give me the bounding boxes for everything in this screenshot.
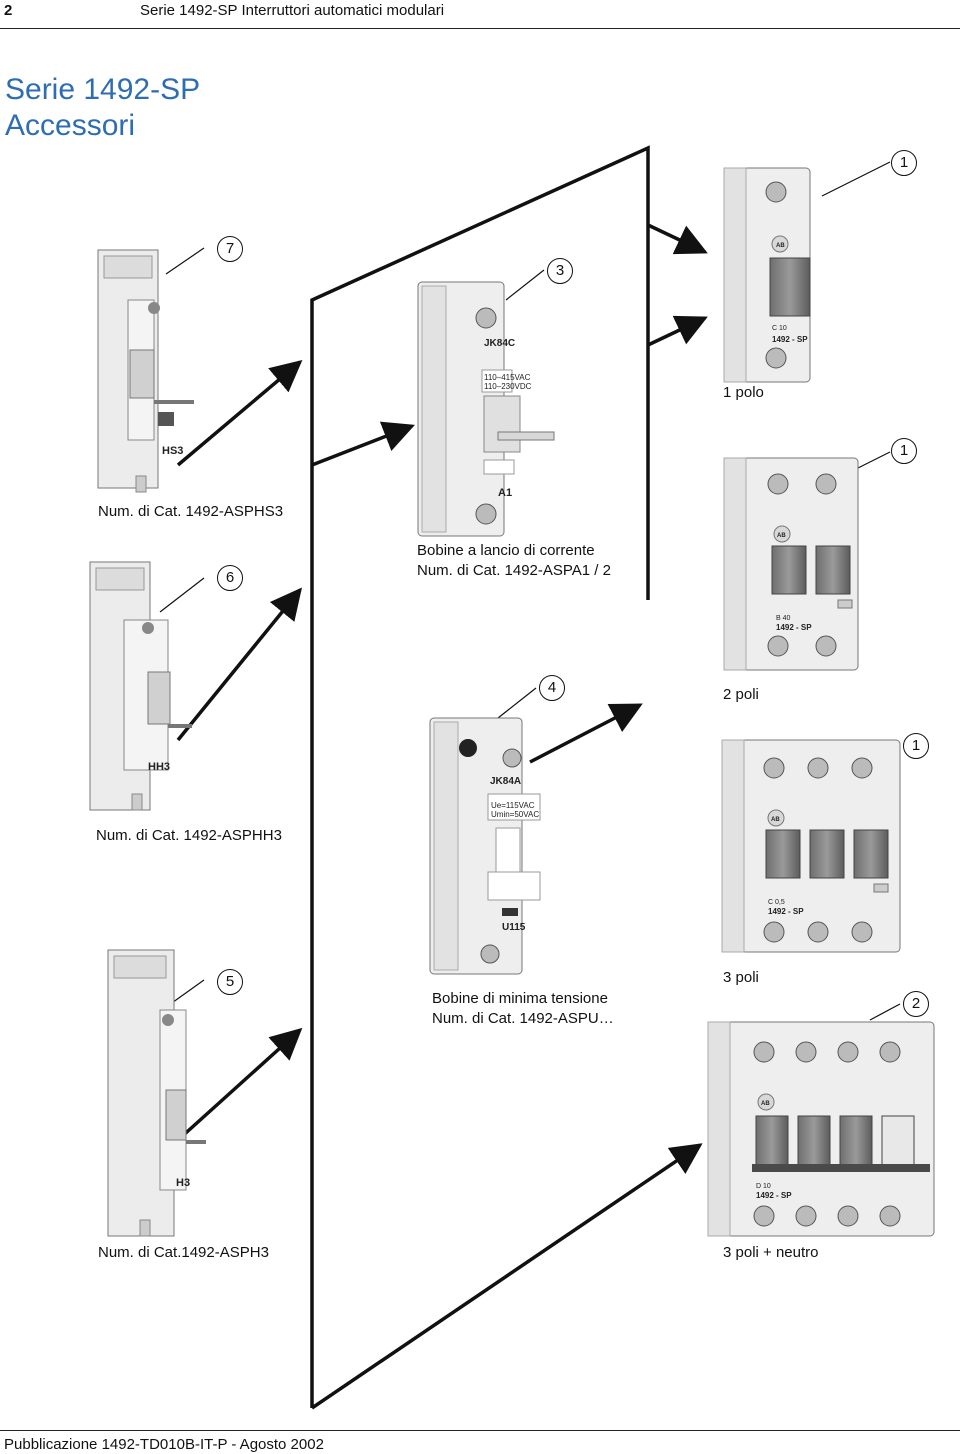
brand-logo-4: AB: [761, 1101, 770, 1107]
footer-text: Pubblicazione 1492-TD010B-IT-P - Agosto …: [4, 1436, 324, 1453]
callout-5: 5: [217, 969, 243, 995]
brand-logo-1: AB: [776, 243, 785, 249]
h3-label: H3: [176, 1177, 190, 1189]
arrow-hs3: [176, 359, 303, 467]
callout-1c: 1: [903, 733, 929, 759]
shunt-rating2: 110–230VDC: [484, 382, 532, 391]
mcb2-series: 1492 - SP: [776, 623, 812, 632]
uv-rating2: Umin=50VAC: [491, 810, 539, 819]
main-bus-line: [310, 145, 650, 1408]
arrow-to-1pole-b: [647, 315, 708, 347]
brand-logo-3: AB: [771, 817, 780, 823]
callout-1a: 1: [891, 150, 917, 176]
mcb3-series: 1492 - SP: [768, 907, 804, 916]
callout-7: 7: [217, 236, 243, 262]
mcb4-series: 1492 - SP: [756, 1191, 792, 1200]
caption-hs3: Num. di Cat. 1492-ASPHS3: [98, 503, 284, 520]
callout-4: 4: [539, 675, 565, 701]
running-title: Serie 1492-SP Interruttori automatici mo…: [140, 2, 445, 19]
caption-shunt-line1: Bobine a lancio di corrente: [417, 542, 595, 559]
brand-logo-2: AB: [777, 533, 786, 539]
arrow-to-shunt: [311, 421, 415, 467]
section-title: Serie 1492-SP Accessori: [5, 72, 200, 144]
page-number: 2: [4, 2, 13, 19]
mcb-3-pole-image: AB C 0,5 1492 - SP: [721, 739, 901, 953]
callout-1b: 1: [891, 438, 917, 464]
uv-code: JK84A: [490, 776, 521, 787]
mcb-1-pole-image: AB C 10 1492 - SP: [723, 167, 811, 383]
header-rule: [0, 28, 960, 29]
caption-3-poli-neutro: 3 poli + neutro: [723, 1244, 819, 1261]
aux-contact-h3-image: H3: [107, 949, 206, 1237]
caption-uv-line1: Bobine di minima tensione: [432, 990, 608, 1007]
uv-model: U115: [502, 922, 526, 933]
callout-6: 6: [217, 565, 243, 591]
arrow-hh3: [176, 587, 302, 742]
mcb2-rating: B 40: [776, 615, 791, 622]
shunt-rating1: 110–415VAC: [484, 373, 531, 382]
mcb3-rating: C 0,5: [768, 899, 785, 906]
mcb1-series: 1492 - SP: [772, 335, 808, 344]
caption-hh3: Num. di Cat. 1492-ASPHH3: [96, 827, 282, 844]
uv-rating1: Ue=115VAC: [491, 801, 535, 810]
undervoltage-release-image: JK84A Ue=115VAC Umin=50VAC U115: [429, 717, 541, 975]
hs3-label: HS3: [162, 445, 183, 457]
caption-shunt-line2: Num. di Cat. 1492-ASPA1 / 2: [417, 562, 611, 579]
arrow-h3: [176, 1027, 303, 1142]
footer-rule: [0, 1430, 960, 1431]
mcb-3-pole-neutral-image: AB D 10 1492 - SP: [707, 1021, 935, 1237]
arrow-to-4pole: [311, 1143, 703, 1410]
callout-2: 2: [903, 991, 929, 1017]
connector-lines: [176, 145, 708, 1410]
aux-contact-hh3-image: HH3: [89, 561, 192, 811]
hh3-label: HH3: [148, 761, 170, 773]
caption-uv-line2: Num. di Cat. 1492-ASPU…: [432, 1010, 614, 1027]
page-header: 2 Serie 1492-SP Interruttori automatici …: [0, 0, 960, 29]
caption-1-polo: 1 polo: [723, 384, 764, 401]
mcb4-rating: D 10: [756, 1183, 771, 1190]
mcb1-rating: C 10: [772, 325, 787, 332]
mcb-2-pole-image: AB B 40 1492 - SP: [723, 457, 859, 671]
section-title-line2: Accessori: [5, 109, 136, 142]
arrow-to-1pole-a: [647, 223, 708, 255]
aux-contact-hs3-image: HS3: [97, 249, 194, 493]
shunt-trip-image: JK84C 110–415VAC 110–230VDC A1: [417, 281, 555, 537]
caption-h3: Num. di Cat.1492-ASPH3: [98, 1244, 269, 1261]
shunt-code: JK84C: [484, 338, 515, 349]
section-title-line1: Serie 1492-SP: [5, 73, 201, 106]
arrow-uv: [529, 703, 643, 764]
shunt-model: A1: [498, 487, 512, 499]
caption-2-poli: 2 poli: [723, 686, 759, 703]
caption-3-poli: 3 poli: [723, 969, 759, 986]
callout-3: 3: [547, 258, 573, 284]
